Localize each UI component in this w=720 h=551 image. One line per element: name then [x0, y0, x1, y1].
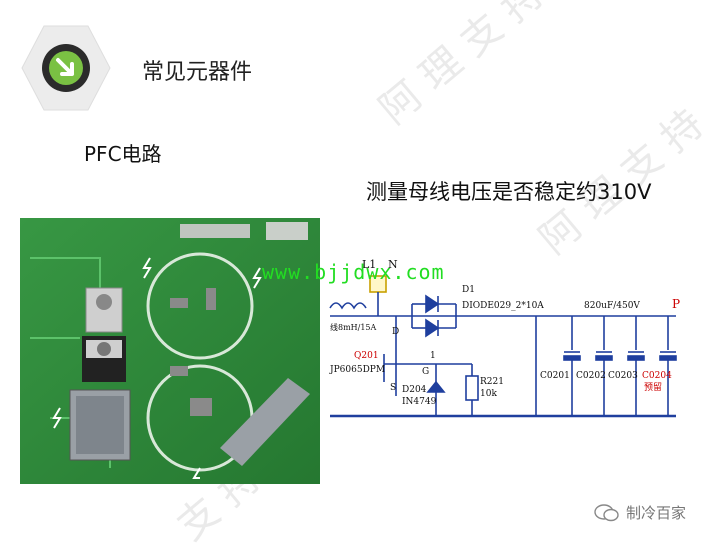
diode-model: DIODE029_2*10A: [462, 301, 544, 311]
brand-footer: 制冷百家: [594, 502, 686, 523]
wechat-icon: [594, 503, 619, 521]
inductor-label: 线8mH/15A: [330, 322, 377, 332]
slide-headline: 测量母线电压是否稳定约310V: [366, 180, 652, 204]
zener-model: IN4749: [402, 397, 437, 407]
label-d: D: [392, 327, 399, 337]
url-watermark: www.bjjdwx.com: [262, 260, 445, 284]
cap-note: 预留: [644, 381, 662, 393]
cap-label: C0201: [540, 371, 570, 381]
label-g: G: [422, 367, 429, 377]
label-l1: L1: [362, 258, 376, 271]
resistor-value: 10k: [480, 389, 497, 399]
label-d1: D1: [462, 285, 475, 295]
transistor-ref: Q201: [354, 351, 379, 361]
background-watermark: 阿 理 支 持: [370, 0, 553, 134]
section-logo-icon: [21, 25, 111, 111]
cap-label: C0203: [608, 371, 638, 381]
transistor-model: JP6065DPM: [329, 365, 385, 375]
cap-label: C0204: [642, 371, 672, 381]
zener-ref: D204: [402, 385, 427, 395]
label-p: P: [672, 297, 680, 311]
label-n: N: [388, 258, 398, 271]
cap-rating: 820uF/450V: [584, 301, 640, 311]
arrow-down-right-icon: [56, 58, 74, 76]
slide-subtitle: PFC电路: [84, 142, 162, 166]
section-title: 常见元器件: [142, 60, 253, 85]
label-s: S: [390, 383, 396, 393]
cap-label: C0202: [576, 371, 606, 381]
pcb-photo: [20, 218, 320, 484]
resistor-ref: R221: [480, 377, 504, 387]
node-label: 1: [430, 351, 436, 361]
brand-name: 制冷百家: [626, 504, 687, 522]
pfc-circuit-diagram: L1 N D1 DIODE029_2*10A 线8mH/15A D Q201 J…: [329, 258, 680, 418]
